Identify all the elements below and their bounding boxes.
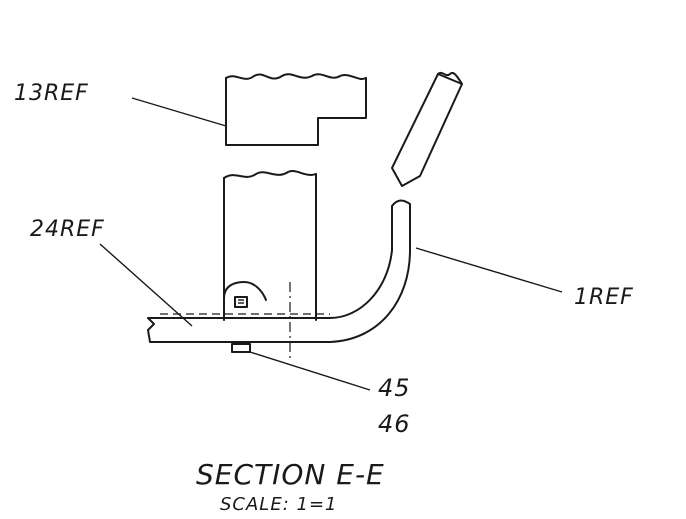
fastener xyxy=(231,296,251,353)
part-13-lower-block xyxy=(223,170,317,321)
curved-skin-part-1 xyxy=(147,199,411,343)
label-item-46: 46 xyxy=(378,410,411,438)
upper-skin-fragment xyxy=(391,71,463,187)
leader-lines xyxy=(99,97,563,391)
section-title: SECTION E-E xyxy=(196,458,385,491)
part-13-upper-block xyxy=(225,73,367,146)
label-1-ref: 1REF xyxy=(574,285,634,310)
section-scale: SCALE: 1=1 xyxy=(220,494,337,515)
label-item-45: 45 xyxy=(378,374,411,402)
label-24-ref: 24REF xyxy=(30,217,105,242)
label-13-ref: 13REF xyxy=(14,81,89,106)
